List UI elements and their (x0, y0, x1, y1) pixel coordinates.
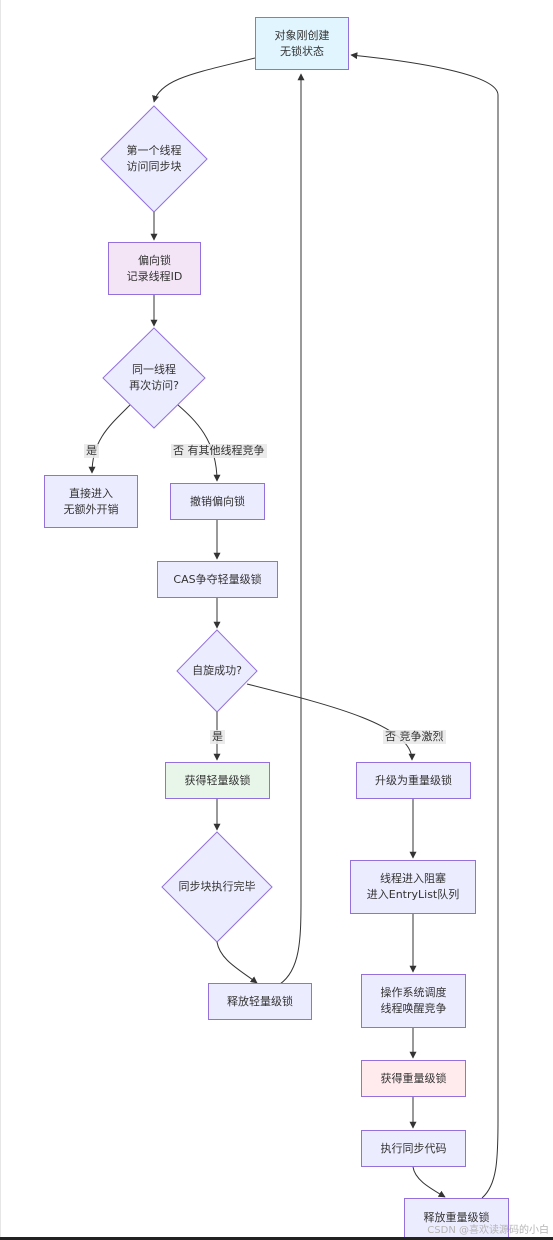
node-spin-success: 自旋成功? (192, 664, 242, 677)
node-sync-done: 同步块执行完毕 (178, 880, 256, 893)
edge-same-to-revoke (177, 404, 221, 482)
diamond-same-thread (102, 327, 206, 429)
node-exec-sync: 执行同步代码 (361, 1130, 466, 1167)
watermark: CSDN @喜欢读源码的小白 (427, 1225, 549, 1236)
node-os-schedule: 操作系统调度 线程唤醒竞争 (361, 974, 466, 1028)
node-upgrade-heavy: 升级为重量级锁 (356, 762, 471, 799)
edge-start-to-first (152, 57, 256, 103)
node-start: 对象刚创建 无锁状态 (255, 17, 349, 70)
edge-sync-to-release-light (216, 941, 258, 984)
node-first-access: 第一个线程 访问同步块 (126, 144, 182, 173)
node-same-thread: 同一线程 再次访问? (129, 363, 179, 392)
node-cas-compete: CAS争夺轻量级锁 (157, 561, 278, 598)
edge-label-spin-no: 否 竞争激烈 (383, 730, 446, 744)
edge-label-spin-yes: 是 (210, 730, 225, 744)
edge-same-to-direct (88, 404, 131, 474)
node-release-light: 释放轻量级锁 (208, 983, 312, 1020)
bottom-bar (0, 1237, 553, 1240)
edge-release-heavy-to-start (350, 52, 499, 1199)
edge-exec-to-release-heavy (412, 1166, 446, 1198)
edge-label-same-yes: 是 (84, 444, 99, 458)
node-biased-lock: 偏向锁 记录线程ID (108, 242, 201, 295)
node-thread-block: 线程进入阻塞 进入EntryList队列 (350, 860, 476, 914)
edge-label-same-no: 否 有其他线程竞争 (171, 444, 267, 458)
edge-spin-to-heavy (246, 683, 416, 761)
node-get-light: 获得轻量级锁 (165, 762, 270, 799)
node-get-heavy: 获得重量级锁 (361, 1060, 466, 1097)
node-release-heavy: 释放重量级锁 (404, 1198, 509, 1238)
node-revoke-bias: 撤销偏向锁 (170, 483, 265, 520)
frame-border (0, 0, 1, 1240)
edge-release-light-to-start (279, 73, 305, 985)
node-direct-enter: 直接进入 无额外开销 (44, 475, 138, 528)
